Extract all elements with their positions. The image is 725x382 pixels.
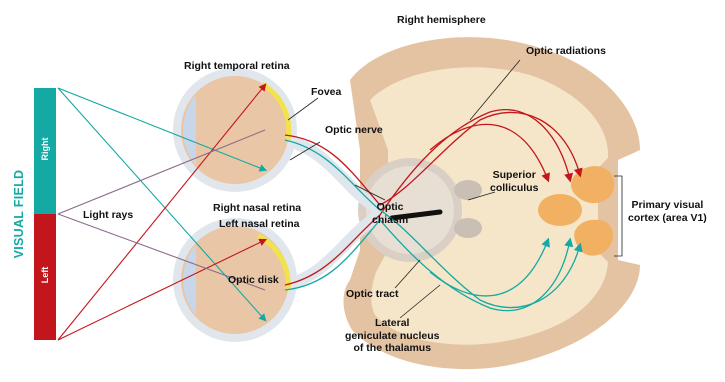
label-fovea: Fovea [311, 86, 341, 99]
label-light-rays: Light rays [83, 209, 133, 222]
visual-field-title: VISUAL FIELD [12, 169, 26, 259]
label-right-temporal-retina: Right temporal retina [184, 60, 290, 73]
label-optic-tract: Optic tract [346, 288, 399, 301]
label-superior-colliculus: Superior colliculus [490, 169, 538, 194]
label-right-nasal-retina: Right nasal retina [213, 202, 301, 215]
optic-chiasm-line-2: chiasm [372, 214, 408, 227]
label-optic-radiations: Optic radiations [526, 45, 606, 58]
visual-field-right-label: Right [40, 126, 50, 172]
visual-field-left-label: Left [40, 252, 50, 298]
label-lgn: Lateral geniculate nucleus of the thalam… [345, 317, 440, 355]
lgn-line-3: of the thalamus [345, 342, 440, 355]
lgn-line-2: geniculate nucleus [345, 330, 440, 343]
label-left-nasal-retina: Left nasal retina [219, 218, 300, 231]
label-optic-chiasm: Optic chiasm [372, 201, 408, 226]
superior-colliculus-line-2: colliculus [490, 182, 538, 195]
label-right-hemisphere: Right hemisphere [397, 14, 486, 27]
label-optic-nerve: Optic nerve [325, 124, 383, 137]
right-eye [173, 68, 297, 192]
label-primary-visual-cortex: Primary visual cortex (area V1) [628, 199, 707, 224]
label-optic-disk: Optic disk [228, 274, 279, 287]
optic-chiasm-line-1: Optic [372, 201, 408, 214]
primary-visual-line-1: Primary visual [628, 199, 707, 212]
primary-visual-line-2: cortex (area V1) [628, 212, 707, 225]
superior-colliculus-line-1: Superior [490, 169, 538, 182]
lgn-line-1: Lateral [345, 317, 440, 330]
